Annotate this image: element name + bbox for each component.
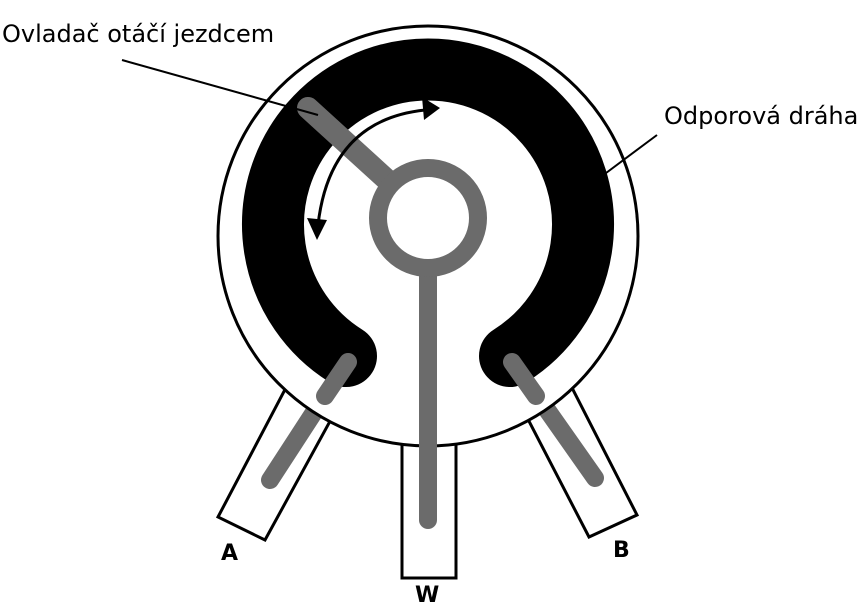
pin-label-w: W: [415, 583, 439, 608]
rotation-arrow-curve: [316, 108, 426, 226]
label-wiper-control: Ovladač otáčí jezdcem: [2, 20, 274, 48]
shaft-ring: [369, 159, 487, 277]
leader-line-resistive-track: [589, 134, 658, 186]
rotation-arrowhead-down: [307, 218, 327, 240]
pin-label-b: B: [613, 538, 630, 563]
track-end-b: [503, 353, 545, 405]
rotation-arrow: [307, 97, 440, 240]
pin-label-a: A: [221, 541, 238, 566]
rotation-arrowhead-right: [422, 97, 440, 120]
resistive-track: [242, 38, 614, 387]
wiper-arm: [297, 97, 409, 201]
leader-line-wiper-control: [121, 59, 319, 116]
track-end-a: [316, 353, 357, 405]
label-resistive-track: Odporová dráha: [664, 102, 858, 130]
